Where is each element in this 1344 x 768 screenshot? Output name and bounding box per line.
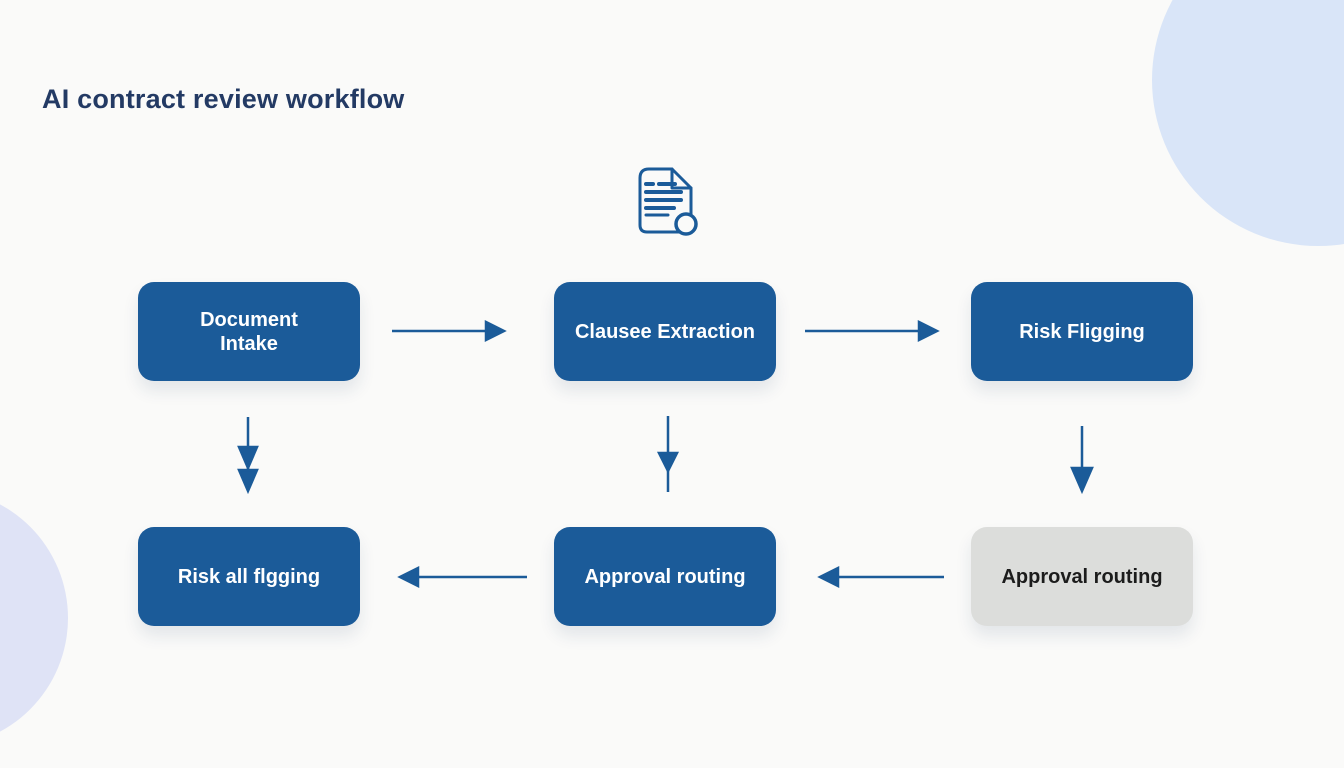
page-title: AI contract review workflow xyxy=(42,84,405,115)
node-document-intake: Document Intake xyxy=(138,282,360,381)
arrow-extraction-to-risk xyxy=(805,319,940,343)
arrow-final-to-routing xyxy=(817,565,944,589)
node-risk-flagging: Risk Fligging xyxy=(971,282,1193,381)
node-label: Risk Fligging xyxy=(1019,320,1145,343)
arrow-extraction-down xyxy=(656,416,680,492)
node-label: Approval routing xyxy=(584,565,746,588)
node-approval-routing: Approval routing xyxy=(554,527,776,626)
node-label: Document Intake xyxy=(200,308,298,355)
arrow-intake-down xyxy=(237,417,259,495)
arrow-intake-to-extraction xyxy=(392,319,507,343)
document-search-icon xyxy=(638,167,698,236)
node-risk-all-flagging: Risk all flgging xyxy=(138,527,360,626)
decorative-circle-top-right xyxy=(1152,0,1344,246)
node-approval-routing-final: Approval routing xyxy=(971,527,1193,626)
arrow-routing-to-riskall xyxy=(397,565,527,589)
node-label: Approval routing xyxy=(1001,565,1163,588)
node-clause-extraction: Clausee Extraction xyxy=(554,282,776,381)
node-label: Risk all flgging xyxy=(177,565,321,588)
node-label: Clausee Extraction xyxy=(574,320,756,343)
decorative-circle-bottom-left xyxy=(0,489,68,747)
arrow-risk-down xyxy=(1070,426,1094,495)
